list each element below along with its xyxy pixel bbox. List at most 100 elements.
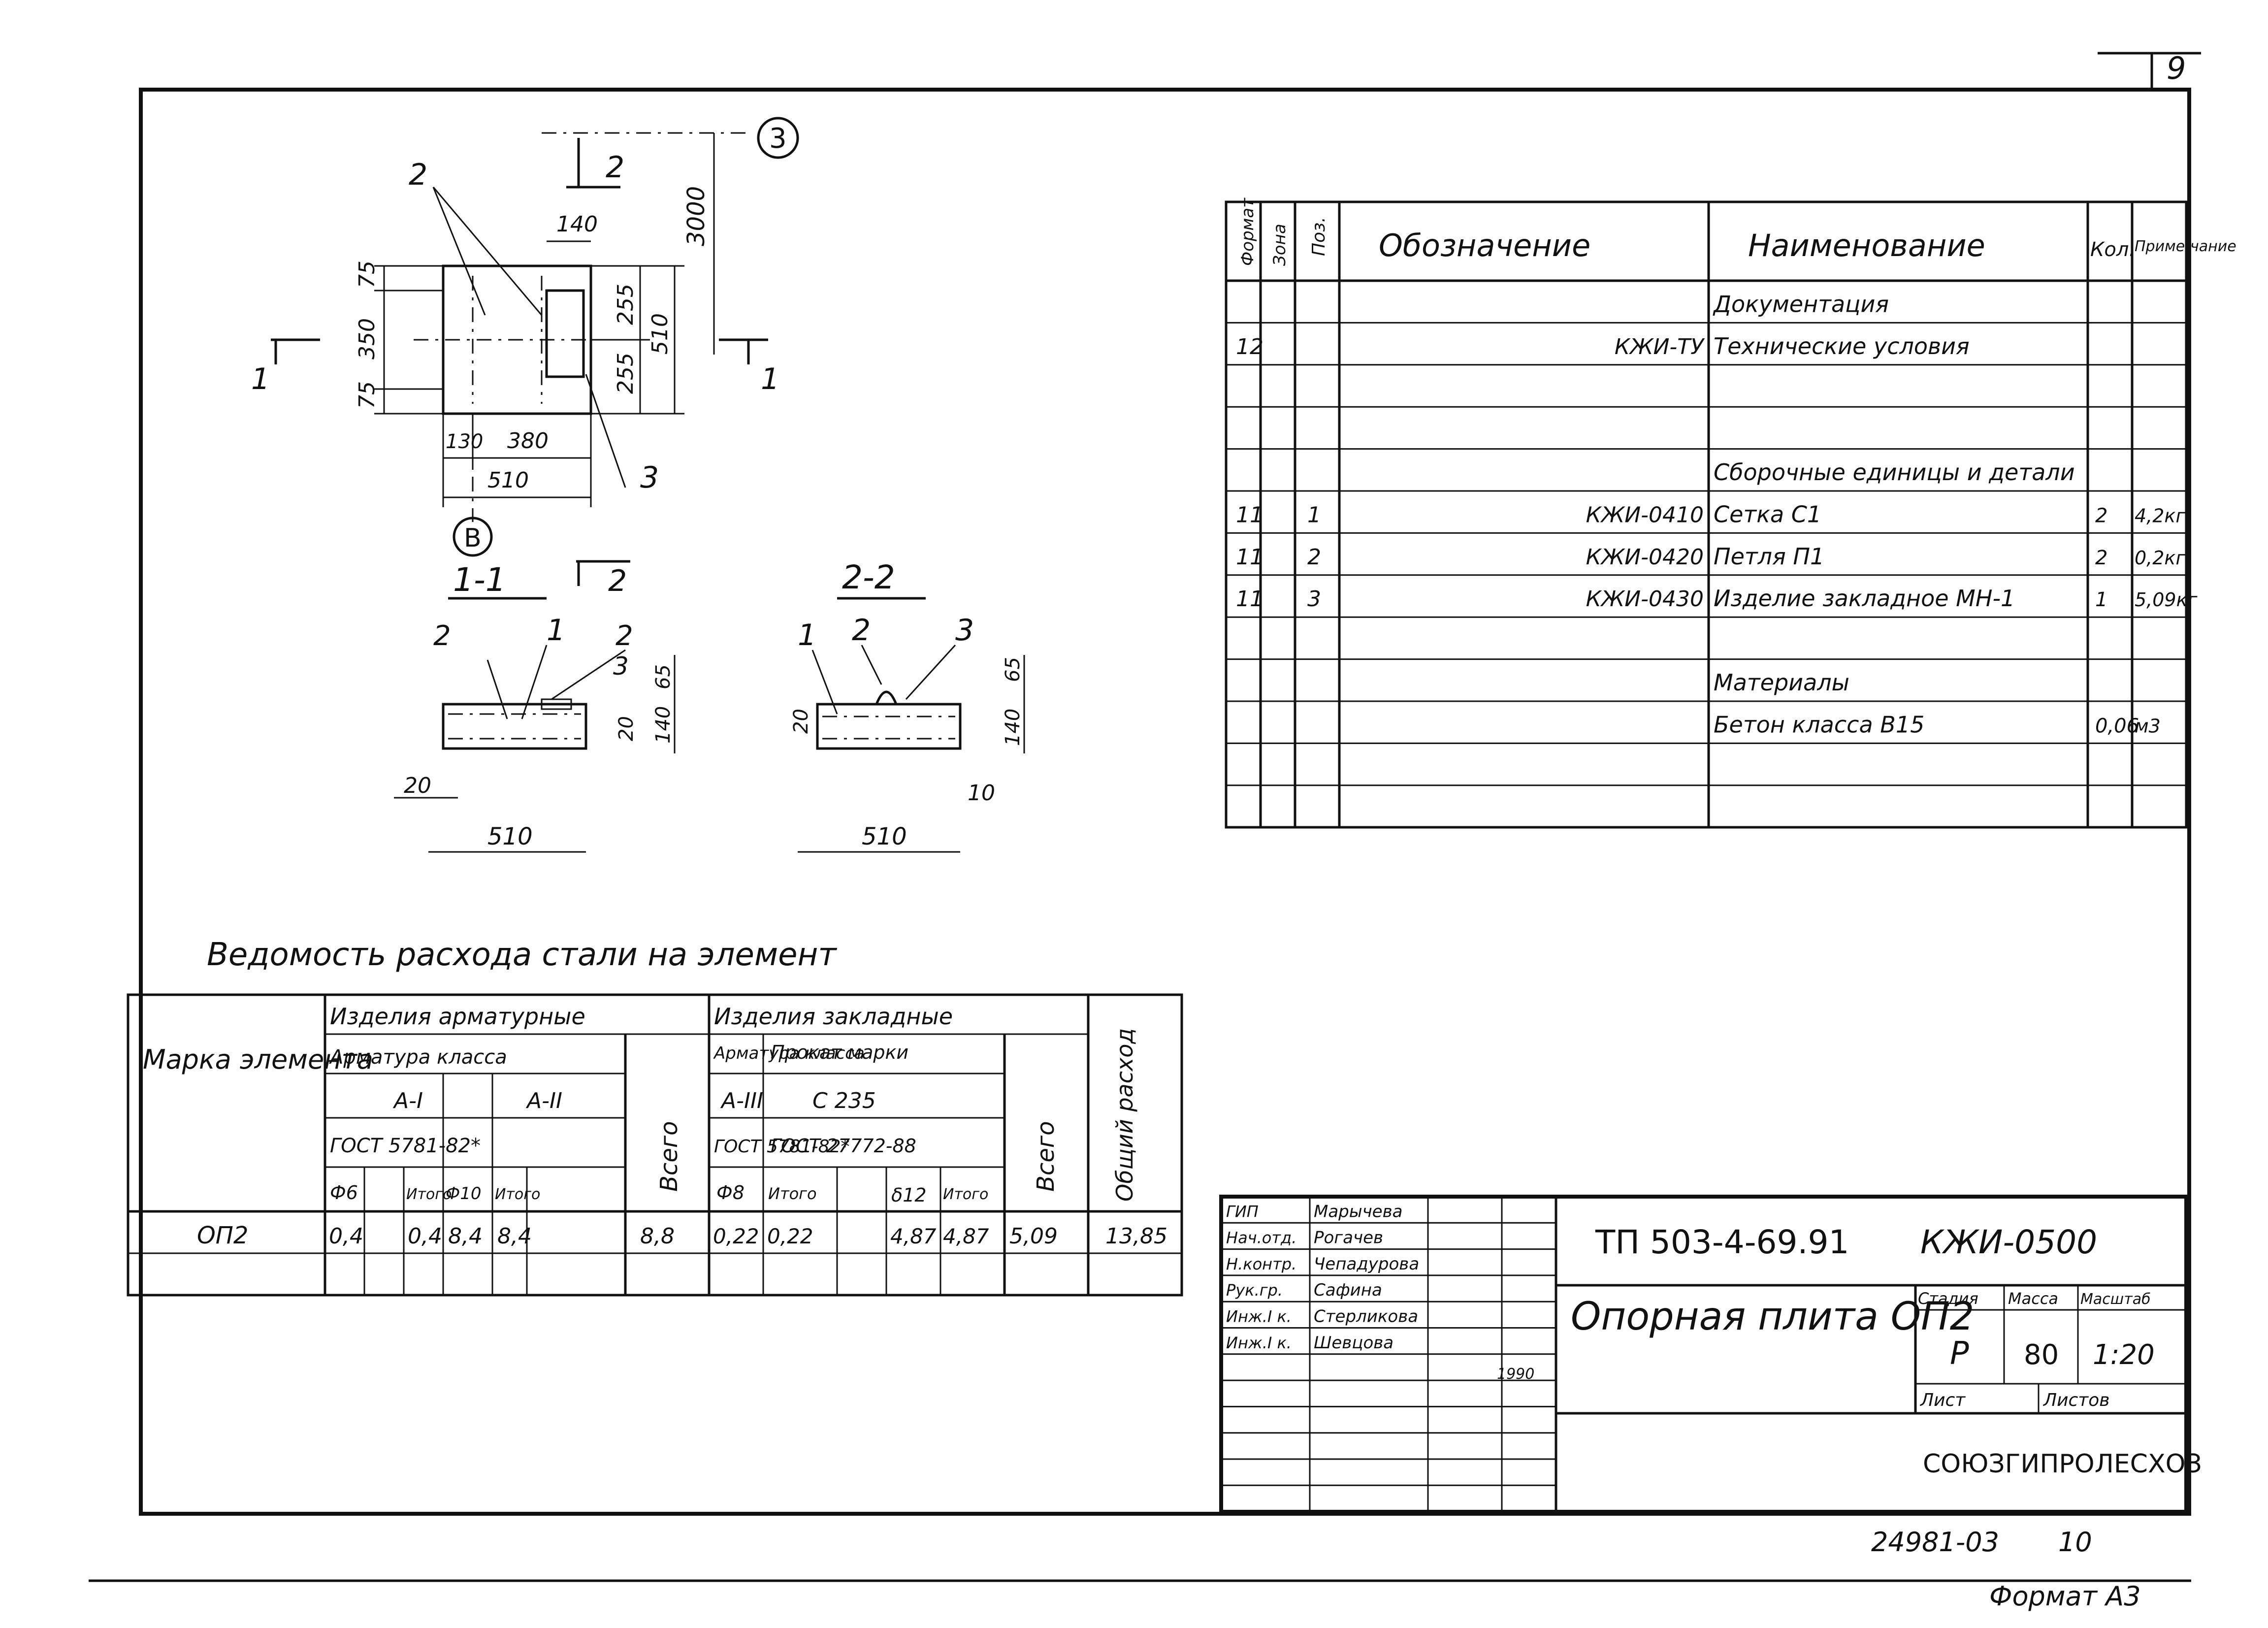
- tb-scale-h: Масштаб: [2080, 1291, 2151, 1308]
- steel-row-v10: 4,87: [890, 1224, 937, 1248]
- spec-cell-name: Сетка С1: [1714, 501, 1821, 527]
- s1-leader-1b: [521, 645, 548, 719]
- s1-dim-20-left: 20: [404, 773, 431, 798]
- steel-gost-a3: ГОСТ 5781-82*: [714, 1137, 849, 1157]
- spec-cell-name: Петля П1: [1714, 543, 1824, 570]
- steel-sub-f8: Ф8: [716, 1182, 745, 1204]
- s2-leader-3: [905, 644, 956, 700]
- section-1-body: [442, 703, 587, 750]
- steel-row-v11: 4,87: [943, 1224, 989, 1248]
- spec-cell-qty: 1: [2095, 588, 2107, 611]
- spec-cell-name: Документация: [1713, 291, 1889, 317]
- steel-sub-itogo-4: Итого: [943, 1186, 988, 1203]
- s2-leader-1: [811, 650, 838, 715]
- plan-pos-3: 3: [640, 460, 659, 495]
- spec-cell-format: 11: [1236, 502, 1264, 527]
- spec-cell-format: 12: [1236, 334, 1264, 359]
- spec-cell-designation: КЖИ-ТУ: [1615, 334, 1705, 359]
- steel-row-mark: ОП2: [197, 1222, 248, 1249]
- steel-sub-itogo-1: Итого: [406, 1186, 452, 1203]
- steel-title: Ведомость расхода стали на элемент: [207, 937, 837, 973]
- spec-h-qty: Кол.: [2090, 238, 2135, 261]
- steel-rolled: Прокат марки: [771, 1042, 908, 1063]
- title-block: ТП 503-4-69.91 КЖИ-0500 Опорная плита ОП…: [1219, 1195, 2202, 1612]
- s2-dim-65: 65: [1002, 657, 1024, 682]
- axis-b-bubble: [453, 517, 493, 557]
- tb-person: Шевцова: [1314, 1333, 1393, 1353]
- steel-gost-arm: ГОСТ 5781-82*: [330, 1135, 481, 1157]
- steel-statement: Ведомость расхода стали на элемент Марка…: [127, 937, 1183, 1297]
- s2-pos-1: 1: [798, 618, 816, 652]
- axis-b-label: В: [464, 523, 482, 553]
- s2-pos-3: 3: [955, 613, 974, 648]
- s2-pos-2: 2: [852, 613, 871, 648]
- tb-role: Инж.I к.: [1226, 1334, 1292, 1352]
- s1-pos-3: 3: [613, 652, 629, 681]
- dim-140: 140: [556, 212, 598, 237]
- s1-leader-1a: [486, 659, 508, 719]
- tb-role: Рук.гр.: [1226, 1281, 1283, 1300]
- dim-130: 130: [446, 430, 483, 453]
- spec-cell-name: Бетон класса В15: [1714, 711, 1924, 738]
- section-1-embed: [541, 698, 572, 710]
- steel-sub-f6: Ф6: [330, 1182, 358, 1204]
- tb-person: Сафина: [1314, 1280, 1382, 1300]
- spec-cell-pos: 3: [1307, 586, 1321, 612]
- steel-arm-header: Изделия арматурные: [330, 1003, 585, 1030]
- tb-inv2: 10: [2058, 1527, 2092, 1558]
- tb-code: ТП 503-4-69.91: [1595, 1223, 1849, 1261]
- s2-dim-20: 20: [790, 709, 812, 734]
- cut-1-label-left: 1: [251, 362, 270, 396]
- steel-a3: А-III: [720, 1088, 763, 1113]
- section-1-title: 1-1: [453, 561, 506, 599]
- tb-role: Нач.отд.: [1226, 1229, 1296, 1247]
- cut-1-label-right: 1: [761, 362, 779, 396]
- leader-pos2-a: [432, 187, 486, 316]
- tb-person: Марычева: [1314, 1202, 1402, 1221]
- tb-person: Рогачев: [1314, 1228, 1383, 1248]
- dim-255-bottom: 255: [613, 353, 638, 394]
- steel-row-v1: 0,4: [329, 1224, 363, 1249]
- steel-row-v4: 8,4: [448, 1224, 483, 1249]
- steel-row-v6: 8,8: [640, 1224, 675, 1249]
- steel-sub-itogo-3: Итого: [768, 1184, 817, 1203]
- section-2-title: 2-2: [842, 558, 895, 596]
- tb-sheets-h: Листов: [2042, 1390, 2109, 1410]
- tb-doc: КЖИ-0500: [1920, 1223, 2097, 1261]
- steel-row-v5: 8,4: [497, 1224, 532, 1249]
- page-number: 9: [2167, 50, 2186, 86]
- steel-frame: [127, 993, 1183, 1297]
- steel-mark-header: Марка элемента: [143, 1044, 373, 1075]
- plan-pos-2: 2: [409, 158, 427, 192]
- spec-cell-pos: 2: [1307, 545, 1321, 570]
- spec-cell-format: 11: [1236, 545, 1264, 570]
- spec-cell-pos: 1: [1307, 502, 1321, 527]
- steel-sub-f10: Ф10: [446, 1184, 482, 1204]
- steel-overall: Общий расход: [1111, 1028, 1138, 1202]
- steel-sub-d12: δ12: [891, 1184, 927, 1206]
- axis-3-label: 3: [769, 123, 787, 155]
- spec-cell-note: м3: [2135, 715, 2161, 737]
- section-2-2: 2-2 1 2 3 65 140 20 10 510: [790, 558, 1025, 853]
- tb-org: СОЮЗГИПРОЛЕСХОЗ: [1923, 1449, 2202, 1479]
- steel-row-v13: 13,85: [1105, 1224, 1167, 1249]
- s1-dim-510: 510: [487, 823, 533, 850]
- spec-cell-qty: 2: [2095, 504, 2107, 527]
- dim-350: 350: [355, 318, 380, 359]
- specification-table: Формат Зона Поз. Обозначение Наименовани…: [1225, 197, 2236, 829]
- dim-510-horizontal: 510: [487, 468, 529, 493]
- tb-name: Опорная плита ОП2: [1571, 1295, 1974, 1339]
- dim-3000: 3000: [682, 186, 710, 246]
- tb-role: Н.контр.: [1226, 1255, 1296, 1273]
- s1-leader-2b: [551, 649, 626, 700]
- steel-row-v3: 0,4: [408, 1224, 442, 1249]
- leader-pos3: [585, 374, 626, 488]
- cut-2-label-top: 2: [606, 150, 624, 185]
- dim-510-vertical: 510: [648, 313, 673, 355]
- steel-emb-header: Изделия закладные: [714, 1003, 953, 1030]
- axis-3-bubble: [757, 117, 799, 159]
- steel-row-v7: 0,22: [713, 1224, 759, 1248]
- s2-dim-10: 10: [968, 781, 995, 806]
- spec-h-designation: Обозначение: [1379, 228, 1590, 263]
